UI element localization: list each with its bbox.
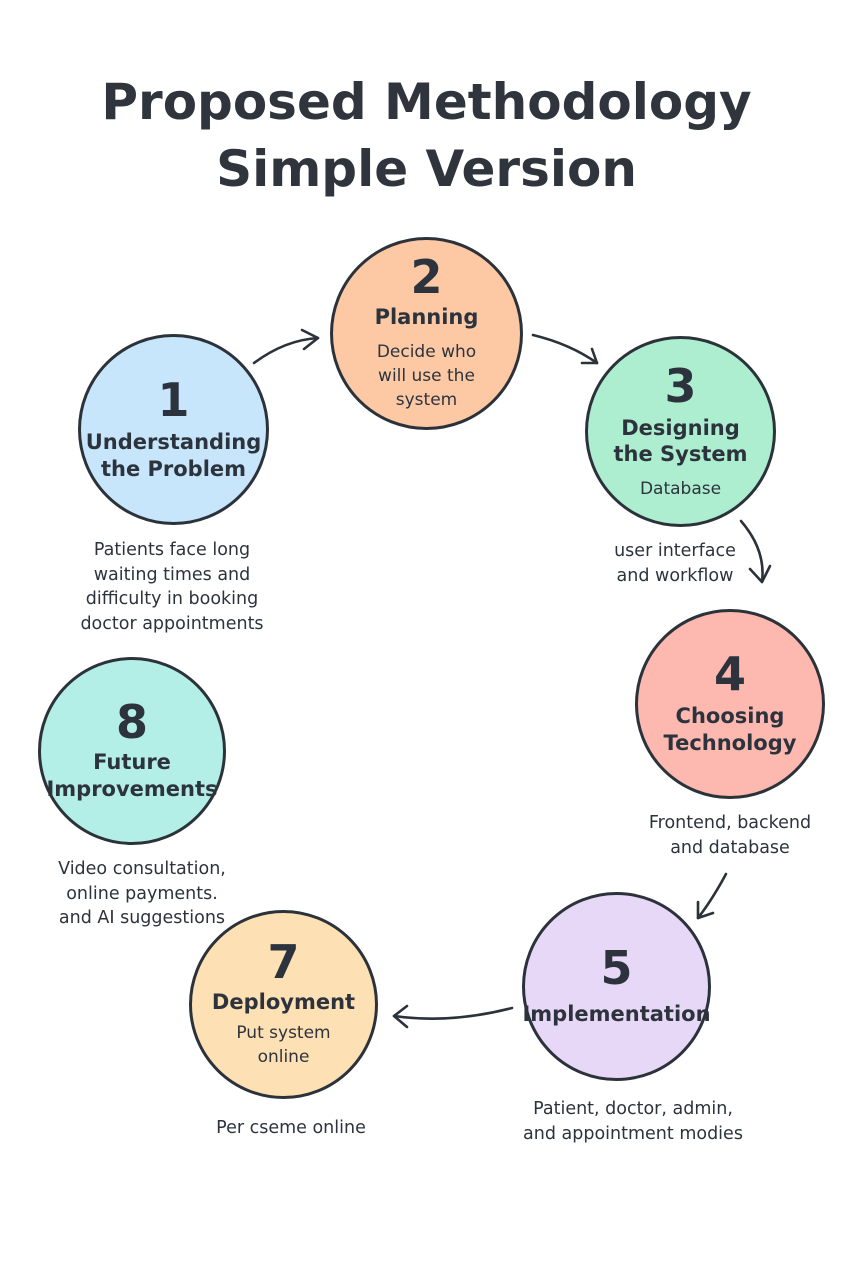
step-3-title: Designing the System: [607, 415, 753, 469]
step-2-description-line-2: will use the: [378, 366, 475, 387]
arrow-4-to-5: [696, 872, 728, 920]
step-4-title: Choosing Technology: [658, 703, 803, 757]
step-3-note-line-1: user interface: [614, 541, 736, 561]
arrow-5-to-7: [392, 1004, 514, 1029]
step-1-note-line-4: doctor appointments: [80, 613, 264, 634]
step-7-description: Put system online: [226, 1022, 340, 1070]
title-line-2: Simple Version: [216, 140, 637, 198]
step-3-circle: 3 Designing the System Database: [585, 336, 776, 527]
step-7-number: 7: [267, 935, 300, 990]
step-4-title-line-2: Technology: [663, 731, 797, 755]
step-8-note-line-2: online payments.: [66, 883, 218, 904]
step-8-circle: 8 Future Improvements: [38, 657, 226, 845]
arrow-2-to-3: [531, 333, 599, 365]
step-1-title-line-2: the Problem: [100, 456, 247, 481]
step-2-circle: 2 Planning Decide who will use the syste…: [330, 237, 523, 430]
step-2-title: Planning: [374, 305, 479, 330]
step-2-description-line-3: system: [395, 389, 458, 410]
step-1-note: Patients face long waiting times and dif…: [62, 538, 282, 636]
step-3-title-line-1: Designing: [621, 415, 740, 440]
step-1-title-line-1: Understanding: [85, 429, 262, 454]
step-7-description-line-1: Put system: [236, 1023, 331, 1044]
step-8-note-line-1: Video consultation,: [58, 859, 226, 879]
step-5-title: Implementation: [522, 1002, 711, 1027]
step-4-circle: 4 Choosing Technology: [635, 609, 825, 799]
step-4-note-line-1: Frontend, backend: [648, 813, 812, 833]
step-8-title: Future Improvements: [40, 749, 223, 803]
step-4-note: Frontend, backend and database: [630, 811, 830, 860]
step-1-note-line-1: Patients face long: [93, 540, 251, 560]
step-5-note: Patient, doctor, admin, and appointment …: [508, 1097, 758, 1146]
step-2-number: 2: [410, 250, 443, 305]
step-3-description: Database: [639, 479, 722, 500]
title-line-1: Proposed Methodology: [101, 73, 752, 131]
step-3-title-line-2: the System: [613, 442, 748, 467]
step-7-note: Per cseme online: [196, 1116, 386, 1141]
step-8-number: 8: [115, 695, 148, 750]
step-1-title: Understanding the Problem: [80, 429, 268, 483]
step-8-note: Video consultation, online payments. and…: [42, 857, 242, 931]
arrow-1-to-2: [252, 328, 320, 365]
step-1-note-line-2: waiting times and: [93, 564, 251, 585]
step-4-number: 4: [713, 647, 746, 702]
step-7-note-line-1: Per cseme online: [216, 1118, 366, 1138]
step-5-circle: 5 Implementation: [522, 892, 711, 1081]
step-3-number: 3: [664, 358, 697, 413]
step-3-note-line-2: and workflow: [616, 565, 734, 586]
step-5-number: 5: [600, 941, 633, 996]
step-4-title-line-1: Choosing: [675, 704, 785, 729]
step-1-note-line-3: difficulty in booking: [85, 589, 259, 609]
step-3-note: user interface and workflow: [600, 539, 750, 588]
step-8-title-line-2: Improvements: [46, 777, 218, 801]
step-8-note-line-3: and AI suggestions: [58, 908, 226, 928]
step-7-title: Deployment: [211, 990, 356, 1015]
step-2-description-line-1: Decide who: [376, 342, 477, 363]
step-8-title-line-1: Future: [93, 750, 171, 775]
step-2-description: Decide who will use the system: [367, 341, 486, 412]
step-5-note-line-2: and appointment modies: [523, 1123, 743, 1144]
step-7-description-line-2: online: [257, 1046, 310, 1067]
step-7-circle: 7 Deployment Put system online: [189, 910, 378, 1099]
step-4-note-line-2: and database: [670, 837, 790, 858]
step-1-circle: 1 Understanding the Problem: [78, 334, 269, 525]
step-1-number: 1: [157, 372, 190, 427]
step-5-note-line-1: Patient, doctor, admin,: [533, 1099, 733, 1119]
